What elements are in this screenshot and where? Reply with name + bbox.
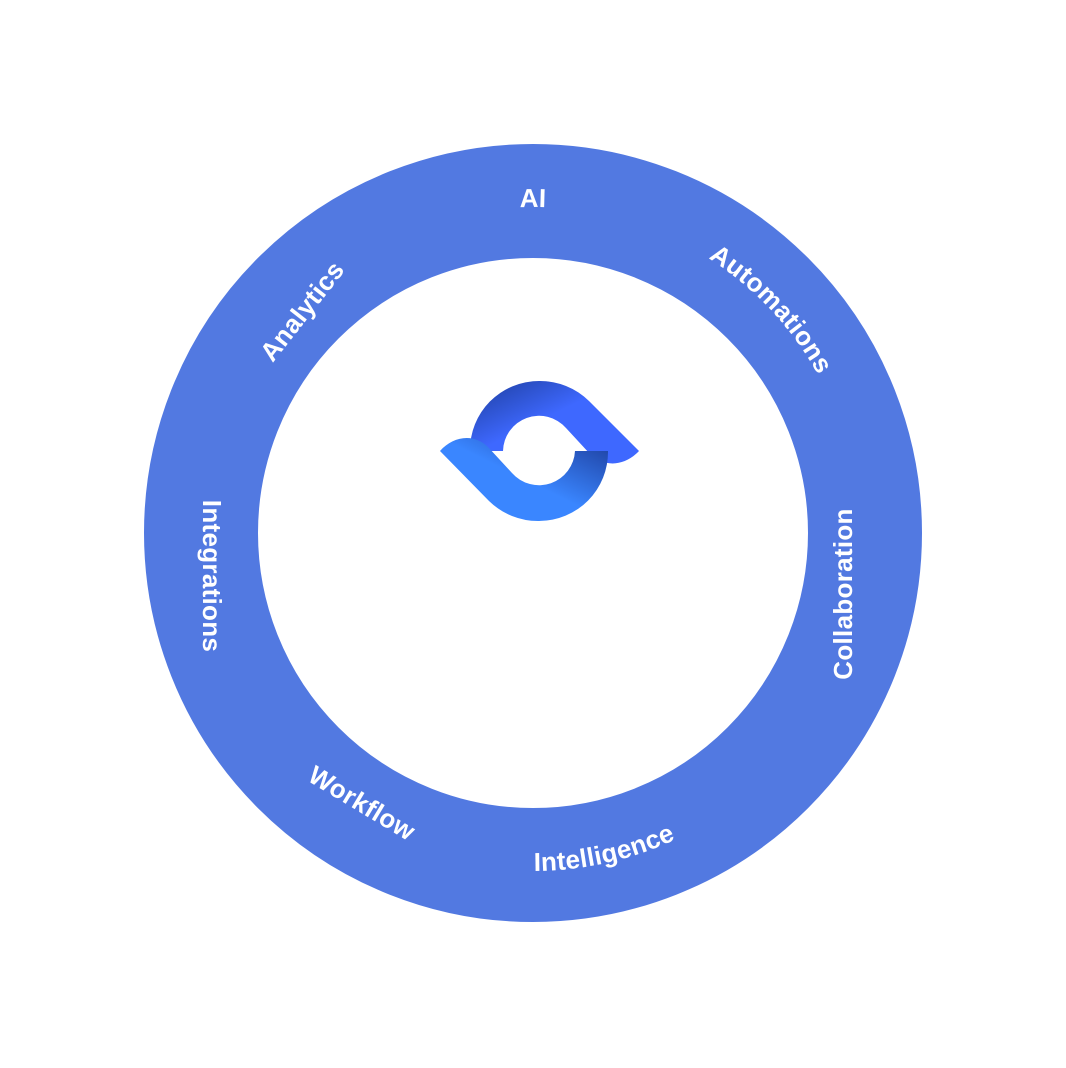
ring-label-collaboration: Collaboration: [828, 508, 858, 679]
ring-label-integrations: Integrations: [197, 500, 227, 652]
outer-ring: [144, 144, 922, 922]
loop-logo-icon: [440, 380, 639, 522]
ring-label-ai: AI: [519, 183, 546, 213]
